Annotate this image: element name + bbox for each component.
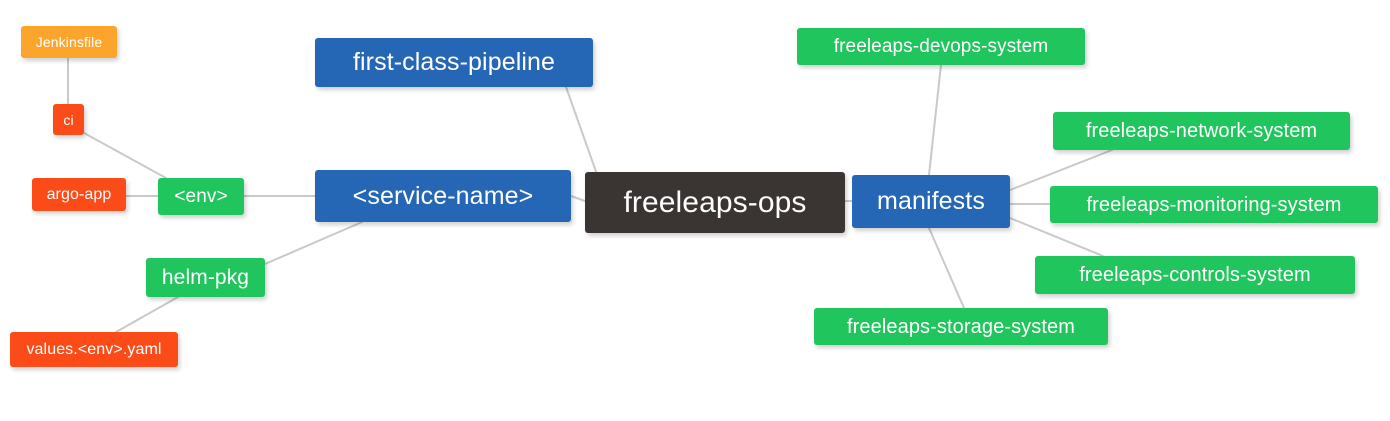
- edge-service-to-helm: [264, 221, 363, 265]
- node-storage[interactable]: freeleaps-storage-system: [814, 308, 1108, 345]
- edge-helm-to-values: [115, 296, 179, 333]
- edge-manifests-to-storage: [928, 227, 965, 309]
- node-manifests[interactable]: manifests: [852, 175, 1010, 228]
- node-service[interactable]: <service-name>: [315, 170, 571, 222]
- edge-env-to-ci: [83, 132, 167, 179]
- edge-root-to-service: [570, 195, 586, 202]
- node-controls[interactable]: freeleaps-controls-system: [1035, 256, 1355, 294]
- node-pipeline[interactable]: first-class-pipeline: [315, 38, 593, 87]
- node-jenkins[interactable]: Jenkinsfile: [21, 26, 117, 58]
- node-root[interactable]: freeleaps-ops: [585, 172, 845, 233]
- node-argo[interactable]: argo-app: [32, 178, 126, 211]
- node-monitoring[interactable]: freeleaps-monitoring-system: [1050, 186, 1378, 223]
- edge-root-to-pipeline: [565, 86, 600, 181]
- edge-manifests-to-controls: [1009, 217, 1104, 257]
- node-devops[interactable]: freeleaps-devops-system: [797, 28, 1085, 65]
- node-values[interactable]: values.<env>.yaml: [10, 332, 178, 367]
- node-helm[interactable]: helm-pkg: [146, 258, 265, 297]
- edge-manifests-to-network: [1009, 149, 1113, 191]
- edge-manifests-to-devops: [928, 64, 942, 176]
- node-ci[interactable]: ci: [53, 104, 84, 135]
- node-network[interactable]: freeleaps-network-system: [1053, 112, 1350, 150]
- node-env[interactable]: <env>: [158, 178, 244, 215]
